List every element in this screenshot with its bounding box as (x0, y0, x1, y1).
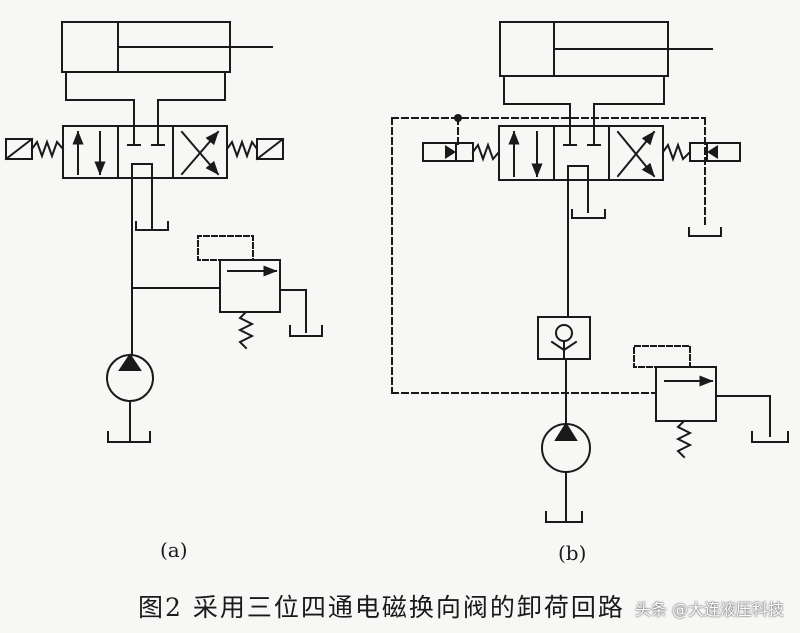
pilot-line (391, 117, 706, 394)
relief-valve-icon (633, 345, 771, 459)
spring-icon (225, 139, 259, 159)
label-a: (a) (160, 538, 188, 562)
watermark: 头条 @大连液压科技 (634, 600, 784, 619)
solenoid-icon (689, 142, 741, 162)
tank-icon (289, 325, 323, 337)
tank-icon (751, 431, 789, 443)
spring-icon (661, 142, 692, 162)
tank-icon (571, 209, 606, 219)
label-b: (b) (558, 541, 587, 565)
figure-caption: 图2 采用三位四通电磁换向阀的卸荷回路 (138, 593, 625, 622)
tank-icon (688, 227, 722, 237)
circuit-b (391, 21, 789, 523)
tank-icon (107, 431, 151, 443)
tank-icon (545, 511, 583, 523)
cylinder-icon (61, 21, 273, 129)
pump-icon (541, 422, 591, 521)
solenoid-icon (422, 142, 474, 162)
spring-icon (30, 139, 65, 159)
cylinder-icon (499, 21, 713, 129)
relief-valve-icon (197, 235, 307, 350)
solenoid-icon (255, 137, 285, 161)
solenoid-icon (4, 137, 34, 161)
circuit-a (4, 21, 323, 443)
directional-valve (62, 125, 228, 179)
pump-icon (106, 353, 154, 441)
spring-icon (471, 142, 501, 162)
directional-valve (498, 125, 664, 181)
tank-icon (135, 221, 169, 231)
check-valve-icon (537, 316, 591, 360)
